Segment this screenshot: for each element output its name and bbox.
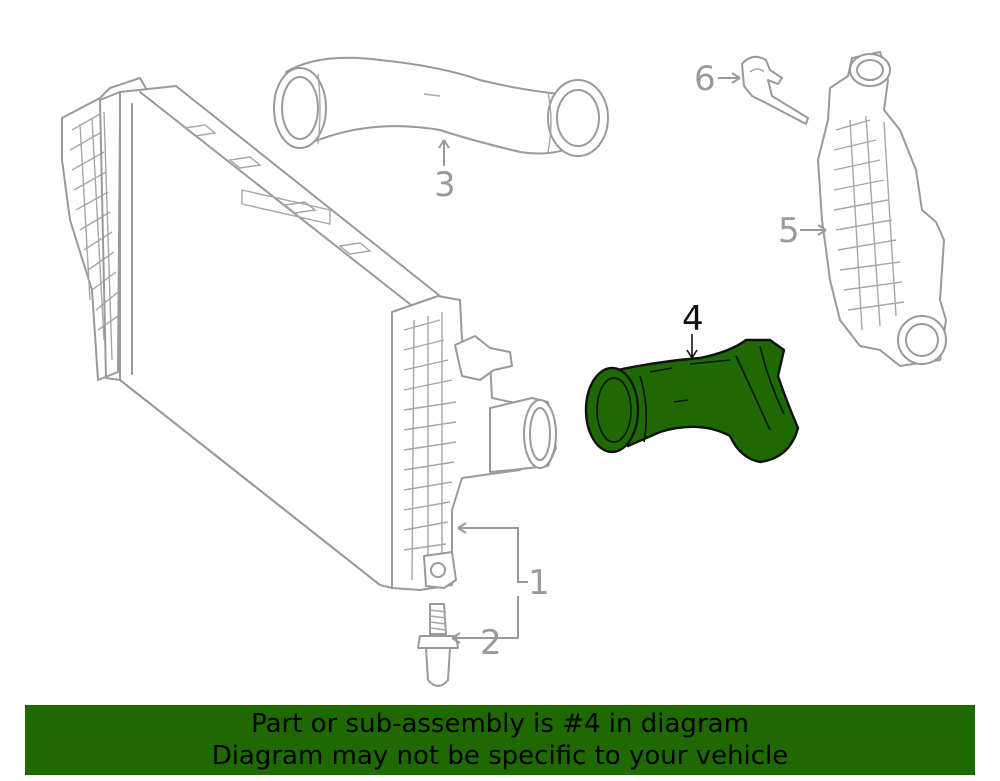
info-banner: Part or sub-assembly is #4 in diagram Di… [25,705,975,775]
callout-label-5: 5 [778,211,800,251]
part-2-bolt[interactable] [417,603,459,687]
part-3-upper-hose[interactable] [273,56,609,157]
callout-6[interactable]: 6 [694,59,741,99]
callout-label-2: 2 [480,623,502,663]
callout-label-1: 1 [528,563,550,603]
callout-4[interactable]: 4 [682,299,704,359]
callout-3[interactable]: 3 [434,139,456,205]
part-6-clip[interactable] [741,55,809,125]
callout-label-6: 6 [694,59,716,99]
callout-label-3: 3 [434,165,456,205]
part-4-outlet-hose[interactable] [584,338,800,464]
banner-line-disclaimer: Diagram may not be specific to your vehi… [211,741,789,771]
callout-5[interactable]: 5 [778,211,827,251]
banner-line-part: Part or sub-assembly is #4 in diagram [251,709,749,739]
parts-diagram: 1 2 3 4 5 6 [61,51,947,687]
callout-label-4: 4 [682,299,704,339]
callout-2[interactable]: 2 [451,623,502,663]
part-5-air-duct[interactable] [817,51,947,367]
callout-1[interactable]: 1 [457,522,550,639]
part-1-intercooler[interactable] [61,77,557,591]
